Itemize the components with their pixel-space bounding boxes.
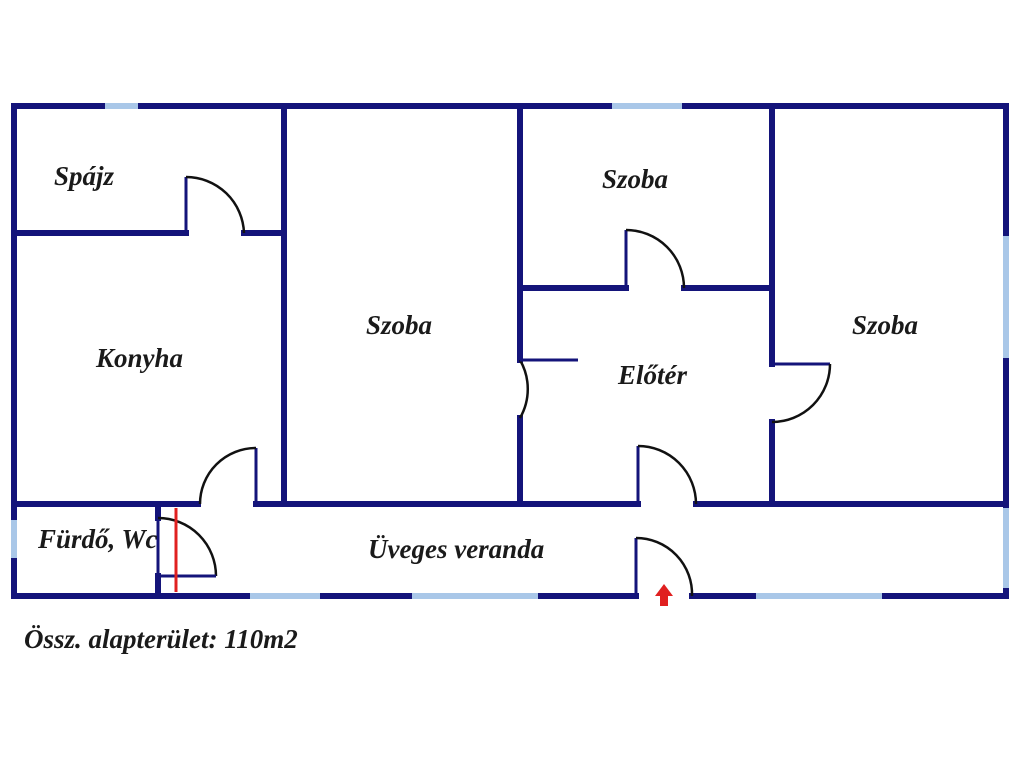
room-label-szoba-top: Szoba (602, 164, 668, 194)
windows (11, 103, 1009, 599)
door-kitchen (198, 446, 258, 505)
room-label-szoba-right: Szoba (852, 310, 918, 340)
door-small-room (624, 228, 686, 289)
door-middle-room (518, 358, 578, 419)
room-label-konyha: Konyha (95, 343, 183, 373)
room-label-veranda: Üveges veranda (368, 534, 544, 564)
door-bathroom (156, 508, 218, 592)
door-entrance (634, 536, 694, 597)
door-pantry (184, 175, 246, 234)
room-label-eloter: Előtér (617, 360, 687, 390)
door-right-room (771, 362, 832, 424)
room-label-szoba-middle: Szoba (366, 310, 432, 340)
room-label-spajz: Spájz (54, 161, 115, 191)
doors (156, 175, 832, 597)
room-label-furdo: Fürdő, Wc (37, 524, 158, 554)
entrance-arrow-icon (655, 584, 673, 606)
room-labels: Spájz Konyha Szoba Szoba Előtér Szoba Fü… (37, 161, 918, 564)
interior-walls (11, 103, 1009, 599)
total-area-caption: Össz. alapterület: 110m2 (24, 624, 298, 654)
door-hall (636, 444, 698, 505)
